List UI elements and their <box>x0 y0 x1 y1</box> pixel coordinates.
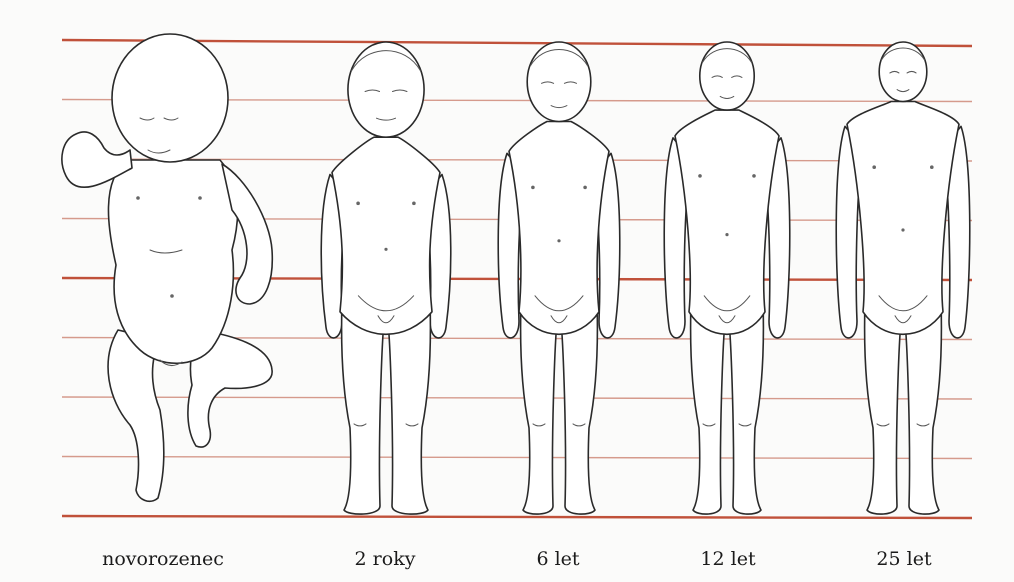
left-nipple <box>872 165 876 169</box>
navel <box>557 239 560 242</box>
figure-12-years <box>664 42 790 514</box>
figure-6-years <box>498 42 620 514</box>
head <box>879 42 927 102</box>
torso <box>675 110 779 334</box>
torso <box>847 102 959 335</box>
navel <box>725 233 728 236</box>
figure-canvas <box>0 0 1014 540</box>
grid-line <box>62 516 972 518</box>
newborn-torso <box>108 160 237 363</box>
right-nipple <box>583 186 587 190</box>
figure-2-years <box>321 42 451 514</box>
head <box>348 42 424 137</box>
newborn-head <box>112 34 228 162</box>
head <box>700 42 754 110</box>
navel <box>384 248 387 251</box>
navel <box>901 228 904 231</box>
head <box>527 42 591 121</box>
figure-newborn <box>62 34 272 501</box>
left-nipple <box>531 186 535 190</box>
torso <box>332 137 440 334</box>
standing-figures <box>321 42 970 514</box>
caption-6-years: 6 let <box>536 548 579 570</box>
right-nipple <box>412 202 416 206</box>
torso <box>509 121 609 334</box>
left-nipple <box>698 174 702 178</box>
caption-newborn: novorozenec <box>102 548 224 570</box>
caption-12-years: 12 let <box>700 548 755 570</box>
right-nipple <box>752 174 756 178</box>
figure-25-years <box>836 42 970 514</box>
left-nipple <box>356 202 360 206</box>
right-nipple <box>930 165 934 169</box>
caption-25-years: 25 let <box>876 548 931 570</box>
grid-line <box>62 457 972 459</box>
caption-2-years: 2 roky <box>355 548 416 570</box>
